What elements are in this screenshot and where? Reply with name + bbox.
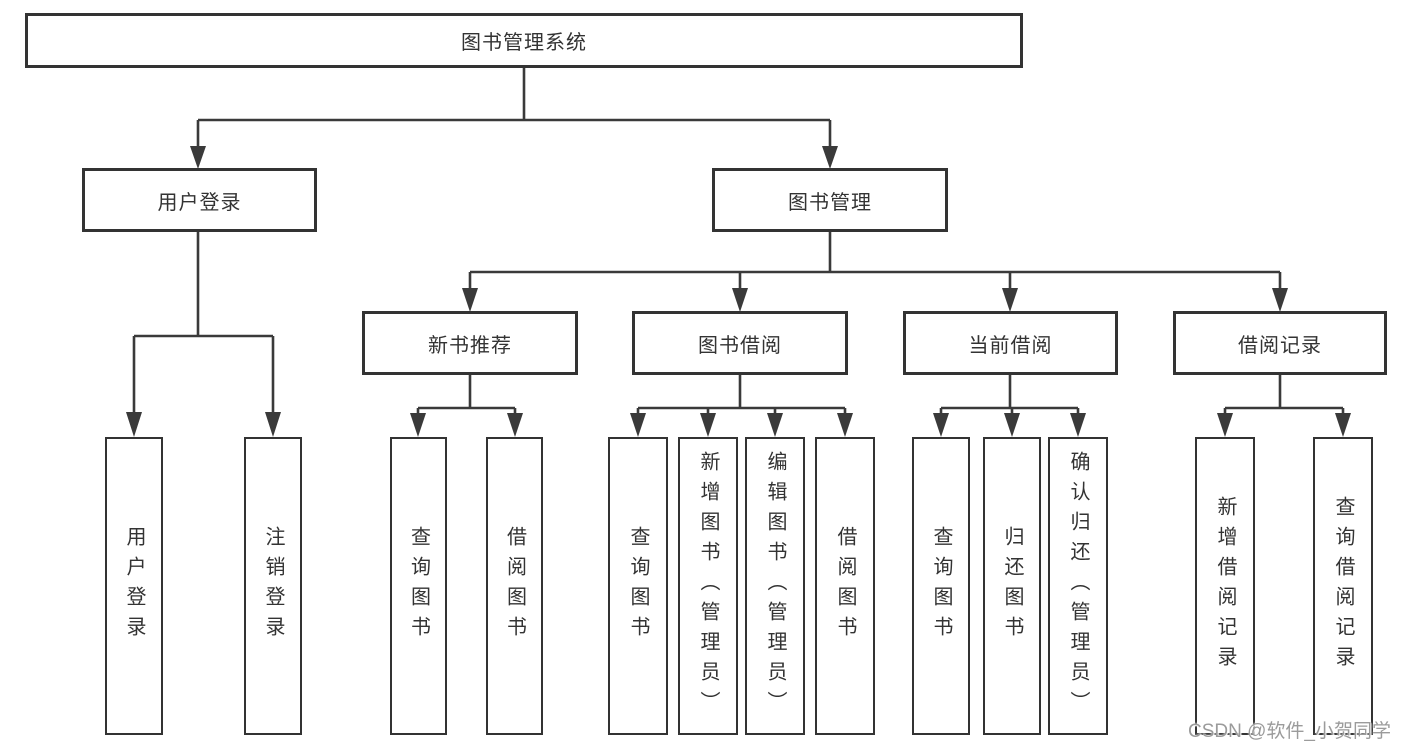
leaf-user-login: 用户登录 [105, 437, 163, 735]
node-label: 归还图书 [1001, 526, 1023, 646]
arrowheads-current-borrow-children [933, 413, 1086, 437]
csdn-watermark: CSDN @软件_小贺同学 [1188, 721, 1391, 742]
node-label: 图书借阅 [698, 334, 782, 357]
node-borrow-records: 借阅记录 [1173, 311, 1387, 375]
connector-user-login-children [132, 232, 275, 415]
node-current-borrow: 当前借阅 [903, 311, 1118, 375]
node-label: 确认归还（管理员） [1067, 451, 1089, 721]
arrowheads-new-book-recommend-children [410, 413, 523, 437]
node-label: 图书管理 [788, 191, 872, 214]
node-label: 借阅图书 [503, 526, 526, 646]
node-new-book-recommend: 新书推荐 [362, 311, 578, 375]
leaf-return-book: 归还图书 [983, 437, 1041, 735]
node-label: 用户登录 [157, 191, 242, 214]
connector-root-to-level2 [196, 68, 832, 148]
node-user-login: 用户登录 [82, 168, 317, 232]
node-label: 查询借阅记录 [1332, 496, 1354, 676]
leaf-borrow-book-recommend: 借阅图书 [486, 437, 543, 735]
connector-current-borrow-children [939, 375, 1080, 416]
node-label: 查询图书 [627, 526, 649, 646]
arrowheads-level3 [462, 288, 1288, 312]
node-label: 新书推荐 [428, 334, 512, 357]
node-label: 编辑图书（管理员） [764, 451, 786, 721]
node-label: 图书管理系统 [461, 32, 587, 54]
connector-new-book-recommend-children [416, 375, 517, 416]
node-label: 借阅记录 [1238, 334, 1322, 357]
node-label: 借阅图书 [834, 526, 856, 646]
leaf-edit-book-admin: 编辑图书（管理员） [745, 437, 805, 735]
arrowheads-level2 [190, 146, 838, 169]
node-label: 新增图书（管理员） [697, 451, 719, 721]
arrowheads-user-login-children [126, 412, 281, 437]
node-label: 查询图书 [930, 526, 952, 646]
leaf-query-book-borrow: 查询图书 [608, 437, 668, 735]
connector-borrow-records-children [1223, 375, 1345, 416]
node-book-borrow: 图书借阅 [632, 311, 848, 375]
node-label: 用户登录 [123, 526, 145, 646]
leaf-logout: 注销登录 [244, 437, 302, 735]
leaf-add-book-admin: 新增图书（管理员） [678, 437, 738, 735]
leaf-confirm-return-admin: 确认归还（管理员） [1048, 437, 1108, 735]
node-book-management: 图书管理 [712, 168, 948, 232]
node-label: 新增借阅记录 [1214, 496, 1236, 676]
leaf-query-book-current: 查询图书 [912, 437, 970, 735]
node-library-system: 图书管理系统 [25, 13, 1023, 68]
leaf-add-borrow-record: 新增借阅记录 [1195, 437, 1255, 735]
leaf-query-borrow-record: 查询借阅记录 [1313, 437, 1373, 735]
leaf-query-book-recommend: 查询图书 [390, 437, 447, 735]
connector-book-management-children [468, 232, 1282, 291]
arrowheads-borrow-records-children [1217, 413, 1351, 437]
leaf-borrow-book: 借阅图书 [815, 437, 875, 735]
node-label: 注销登录 [262, 526, 284, 646]
node-label: 查询图书 [407, 526, 430, 646]
node-label: 当前借阅 [968, 334, 1053, 357]
arrowheads-book-borrow-children [630, 413, 853, 437]
connector-book-borrow-children [636, 375, 847, 416]
